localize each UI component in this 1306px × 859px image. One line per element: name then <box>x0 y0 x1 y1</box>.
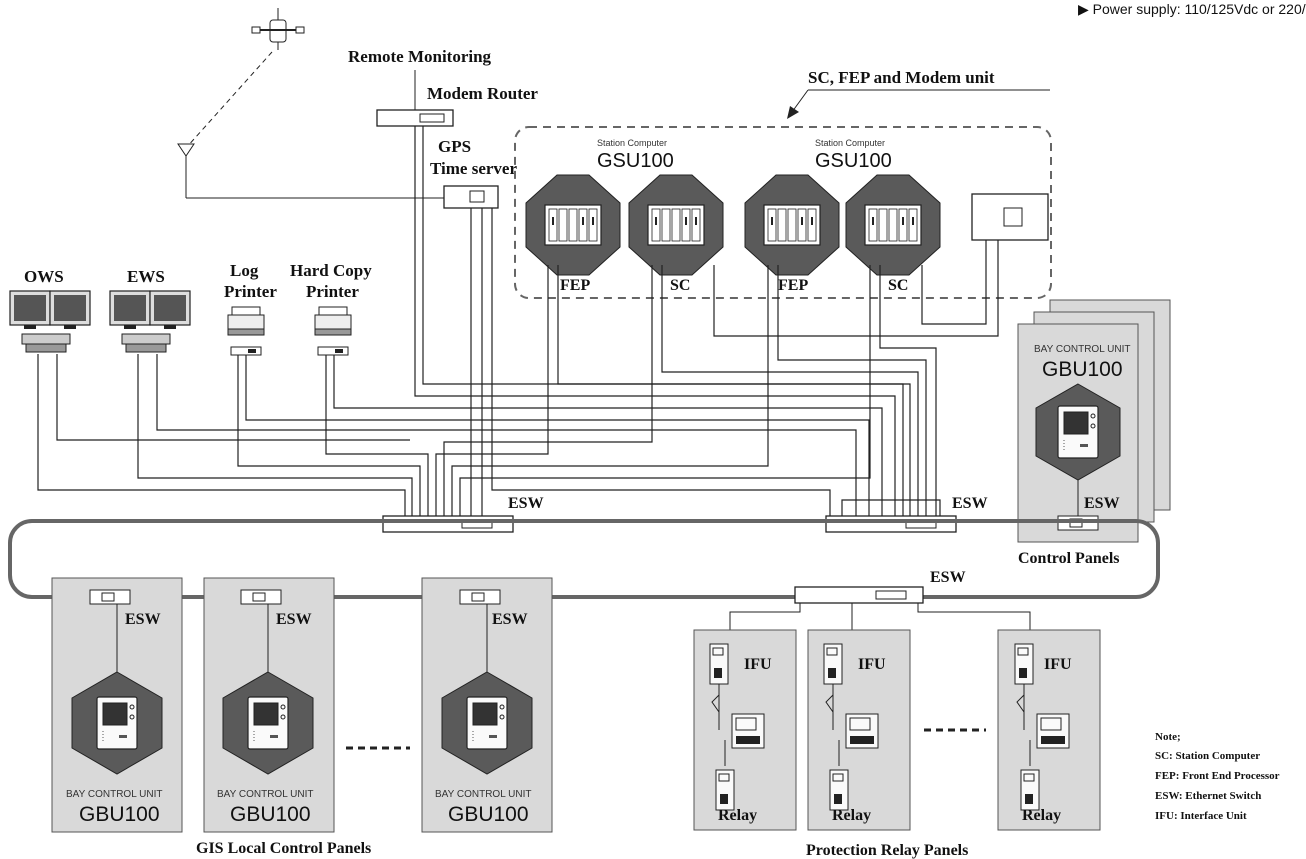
station-computer-model-2: GSU100 <box>815 150 892 172</box>
hardcopy-printer-label-2: Printer <box>306 282 359 301</box>
modem-router-icon <box>377 110 453 126</box>
ews-workstation-icon <box>110 291 190 352</box>
esw-label-protection: ESW <box>930 569 966 586</box>
main-esw-left-icon <box>383 516 513 532</box>
log-printer-icon <box>228 307 264 355</box>
power-supply-text: ▶ Power supply: 110/125Vdc or 220/250Vdc <box>1078 1 1306 17</box>
ifu-label-1: IFU <box>744 656 772 673</box>
fep-unit-1-icon <box>526 175 620 275</box>
control-panels-label: Control Panels <box>1018 550 1119 567</box>
time-server-icon <box>444 186 498 208</box>
sc-unit-2-icon <box>846 175 940 275</box>
gis-local-control-panels-label: GIS Local Control Panels <box>196 840 371 857</box>
relay-label-1: Relay <box>718 807 757 824</box>
gis-panel-1-bcu-caption: BAY CONTROL UNIT <box>66 789 163 800</box>
hardcopy-printer-icon <box>315 307 351 355</box>
control-panel-bcu-caption: BAY CONTROL UNIT <box>1034 344 1131 355</box>
esw-label-gis-1: ESW <box>125 611 161 628</box>
gis-panel-1-bcu-model: GBU100 <box>79 803 160 826</box>
log-printer-label-2: Printer <box>224 282 277 301</box>
hardcopy-printer-label-1: Hard Copy <box>290 261 372 280</box>
note-item-ifu: IFU: Interface Unit <box>1155 810 1247 822</box>
note-item-esw: ESW: Ethernet Switch <box>1155 790 1261 802</box>
note-title: Note; <box>1155 731 1181 743</box>
modem-router-label: Modem Router <box>427 84 538 103</box>
protection-esw-icon <box>795 587 923 603</box>
log-printer-label-1: Log <box>230 261 259 280</box>
relay-label-2: Relay <box>832 807 871 824</box>
note-item-sc: SC: Station Computer <box>1155 750 1260 762</box>
sc-label-1: SC <box>670 277 690 294</box>
gis-panel-2-bcu-model: GBU100 <box>230 803 311 826</box>
gis-panel-2-bcu-caption: BAY CONTROL UNIT <box>217 789 314 800</box>
remote-monitoring-label: Remote Monitoring <box>348 47 492 66</box>
fep-label-1: FEP <box>560 277 590 294</box>
station-computer-caption-1: Station Computer <box>597 138 667 148</box>
ifu-label-3: IFU <box>1044 656 1072 673</box>
esw-label-main-left: ESW <box>508 495 544 512</box>
station-computer-caption-2: Station Computer <box>815 138 885 148</box>
ifu-label-2: IFU <box>858 656 886 673</box>
control-panel-bcu-model: GBU100 <box>1042 358 1123 381</box>
relay-label-3: Relay <box>1022 807 1061 824</box>
time-server-label: Time server <box>430 159 517 178</box>
gis-panel-3-bcu-model: GBU100 <box>448 803 529 826</box>
ews-label: EWS <box>127 267 165 286</box>
esw-label-gis-3: ESW <box>492 611 528 628</box>
fep-label-2: FEP <box>778 277 808 294</box>
ows-label: OWS <box>24 267 64 286</box>
esw-label-main-right: ESW <box>952 495 988 512</box>
sc-unit-1-icon <box>629 175 723 275</box>
ows-workstation-icon <box>10 291 90 352</box>
esw-label-control: ESW <box>1084 495 1120 512</box>
gps-satellite-icon <box>252 8 304 50</box>
gis-panel-3-bcu-caption: BAY CONTROL UNIT <box>435 789 532 800</box>
note-item-fep: FEP: Front End Processor <box>1155 770 1280 782</box>
unit-callout-arrow-icon <box>787 106 799 119</box>
station-computer-model-1: GSU100 <box>597 150 674 172</box>
modem-unit-icon <box>972 194 1048 240</box>
protection-relay-panels-label: Protection Relay Panels <box>806 842 968 859</box>
satellite-link-line <box>186 52 272 148</box>
main-esw-right-icon <box>826 516 956 532</box>
gps-label: GPS <box>438 137 471 156</box>
fep-unit-2-icon <box>745 175 839 275</box>
sc-label-2: SC <box>888 277 908 294</box>
sc-fep-modem-unit-label: SC, FEP and Modem unit <box>808 68 995 87</box>
esw-label-gis-2: ESW <box>276 611 312 628</box>
gps-antenna-icon <box>178 144 444 198</box>
